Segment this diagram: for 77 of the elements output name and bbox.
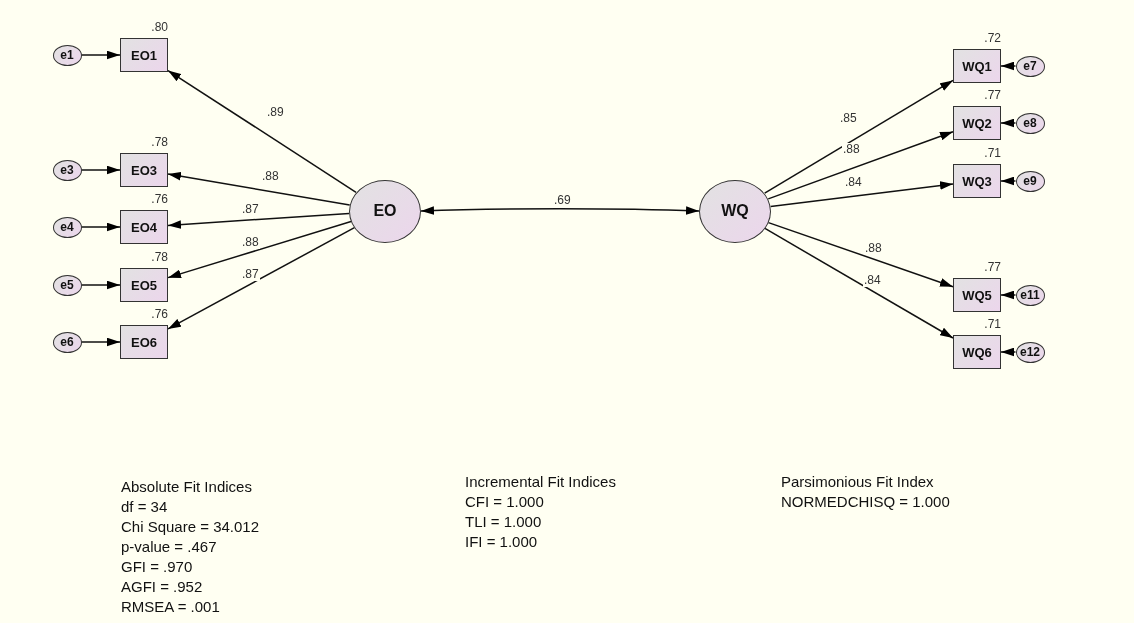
- squared-multiple-correlation: .80: [151, 20, 168, 34]
- observed-variable-box: EO3: [120, 153, 168, 187]
- error-term-ellipse: e8: [1015, 112, 1045, 134]
- arrow: [764, 227, 954, 339]
- squared-multiple-correlation: .78: [151, 250, 168, 264]
- edge-label: .88: [842, 143, 861, 156]
- arrow: [763, 79, 954, 194]
- error-term-ellipse: e4: [52, 216, 82, 238]
- arrow: [80, 50, 121, 60]
- squared-multiple-correlation: .77: [984, 88, 1001, 102]
- edge-label: .87: [241, 203, 260, 216]
- observed-variable-box: WQ2: [953, 106, 1001, 140]
- observed-variable-box: WQ3: [953, 164, 1001, 198]
- arrow: [167, 226, 356, 330]
- arrow: [767, 221, 954, 288]
- error-term-ellipse: e9: [1015, 170, 1045, 192]
- squared-multiple-correlation: .72: [984, 31, 1001, 45]
- fit-index-text: CFI = 1.000: [465, 493, 544, 510]
- squared-multiple-correlation: .77: [984, 260, 1001, 274]
- error-term-ellipse: e1: [52, 44, 82, 66]
- observed-variable-box: EO6: [120, 325, 168, 359]
- observed-variable-box: WQ1: [953, 49, 1001, 83]
- arrow: [420, 206, 700, 215]
- arrow: [1000, 61, 1017, 71]
- fit-index-text: df = 34: [121, 498, 168, 515]
- fit-index-text: Chi Square = 34.012: [121, 518, 260, 535]
- fit-index-text: GFI = .970: [121, 558, 193, 575]
- error-term-ellipse: e11: [1015, 284, 1045, 306]
- squared-multiple-correlation: .76: [151, 192, 168, 206]
- edge-label: .88: [261, 170, 280, 183]
- edge-label: .84: [863, 274, 882, 287]
- fit-index-text: p-value = .467: [121, 538, 217, 555]
- error-term-ellipse: e6: [52, 331, 82, 353]
- error-term-ellipse: e5: [52, 274, 82, 296]
- edge-label: .84: [844, 176, 863, 189]
- latent-variable-ellipse: WQ: [699, 179, 771, 243]
- edge-label: .88: [241, 236, 260, 249]
- squared-multiple-correlation: .71: [984, 146, 1001, 160]
- latent-variable-ellipse: EO: [349, 179, 421, 243]
- observed-variable-box: WQ5: [953, 278, 1001, 312]
- edge-label: .89: [266, 106, 285, 119]
- observed-variable-box: EO1: [120, 38, 168, 72]
- arrow: [167, 172, 351, 206]
- arrow: [80, 222, 121, 232]
- section-heading: Absolute Fit Indices: [121, 478, 252, 495]
- arrow: [80, 165, 121, 175]
- error-term-ellipse: e3: [52, 159, 82, 181]
- fit-index-text: AGFI = .952: [121, 578, 203, 595]
- arrow: [1000, 118, 1017, 128]
- edge-label: .88: [864, 242, 883, 255]
- section-heading: Parsimonious Fit Index: [781, 473, 934, 490]
- squared-multiple-correlation: .76: [151, 307, 168, 321]
- observed-variable-box: EO5: [120, 268, 168, 302]
- fit-index-text: TLI = 1.000: [465, 513, 542, 530]
- arrow: [769, 181, 954, 208]
- arrow: [167, 220, 352, 279]
- arrow: [1000, 176, 1017, 186]
- observed-variable-box: WQ6: [953, 335, 1001, 369]
- arrow: [80, 337, 121, 347]
- edge-label: .87: [241, 268, 260, 281]
- fit-index-text: RMSEA = .001: [121, 598, 220, 615]
- arrow: [167, 69, 357, 193]
- squared-multiple-correlation: .78: [151, 135, 168, 149]
- squared-multiple-correlation: .71: [984, 317, 1001, 331]
- edge-label: .69: [553, 194, 572, 207]
- error-term-ellipse: e7: [1015, 55, 1045, 77]
- edge-label: .85: [839, 112, 858, 125]
- fit-index-text: NORMEDCHISQ = 1.000: [781, 493, 950, 510]
- arrow: [1000, 290, 1017, 300]
- observed-variable-box: EO4: [120, 210, 168, 244]
- arrow: [1000, 347, 1017, 357]
- arrow: [767, 131, 954, 200]
- arrow: [80, 280, 121, 290]
- section-heading: Incremental Fit Indices: [465, 473, 616, 490]
- error-term-ellipse: e12: [1015, 341, 1045, 363]
- fit-index-text: IFI = 1.000: [465, 533, 538, 550]
- arrow: [167, 212, 350, 229]
